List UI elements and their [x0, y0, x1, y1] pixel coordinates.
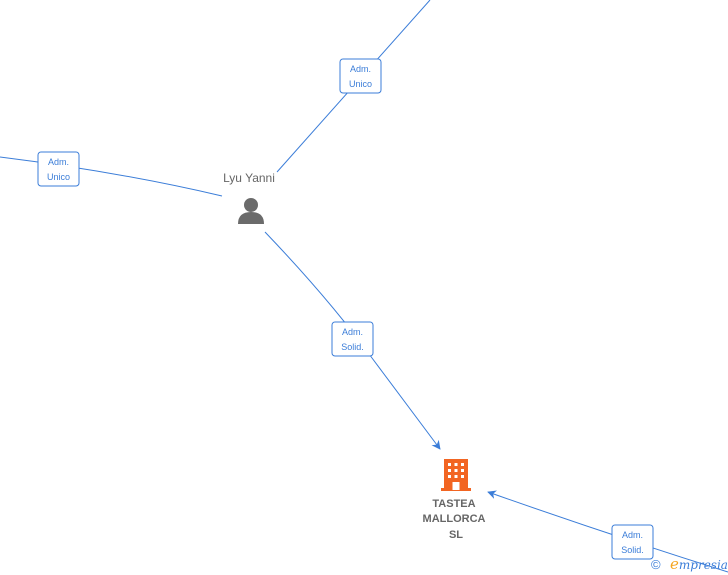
- edge-label-line-2: Solid.: [621, 545, 644, 555]
- copyright-symbol: ©: [651, 557, 661, 572]
- brand-logo: empresia: [670, 555, 728, 573]
- edge-label-line-2: Unico: [349, 79, 372, 89]
- edge-label-line-2: Unico: [47, 172, 70, 182]
- edge-label-top-right[interactable]: Adm. Unico: [339, 58, 382, 94]
- person-name: Lyu Yanni: [223, 171, 275, 185]
- building-icon: [441, 459, 471, 491]
- edge-label-person-company[interactable]: Adm. Solid.: [331, 321, 374, 357]
- company-name-line-1: TASTEA: [432, 498, 475, 510]
- edge-label-line-1: Adm.: [48, 157, 69, 167]
- person-node[interactable]: Lyu Yanni: [223, 171, 275, 224]
- edge-label-line-2: Solid.: [341, 342, 364, 352]
- edge-label-left[interactable]: Adm. Unico: [37, 151, 80, 187]
- edge-label-bottom-right[interactable]: Adm. Solid.: [611, 524, 654, 560]
- edge-bottom-right: [487, 490, 728, 573]
- edge-label-line-1: Adm.: [622, 530, 643, 540]
- company-node[interactable]: TASTEA MALLORCA SL: [423, 459, 486, 541]
- edge-label-line-1: Adm.: [342, 327, 363, 337]
- watermark: © empresia: [651, 555, 728, 573]
- person-icon: [238, 198, 264, 224]
- company-name-line-3: SL: [449, 529, 463, 541]
- company-name-line-2: MALLORCA: [423, 513, 486, 525]
- edge-label-line-1: Adm.: [350, 64, 371, 74]
- edge-left: [0, 156, 223, 197]
